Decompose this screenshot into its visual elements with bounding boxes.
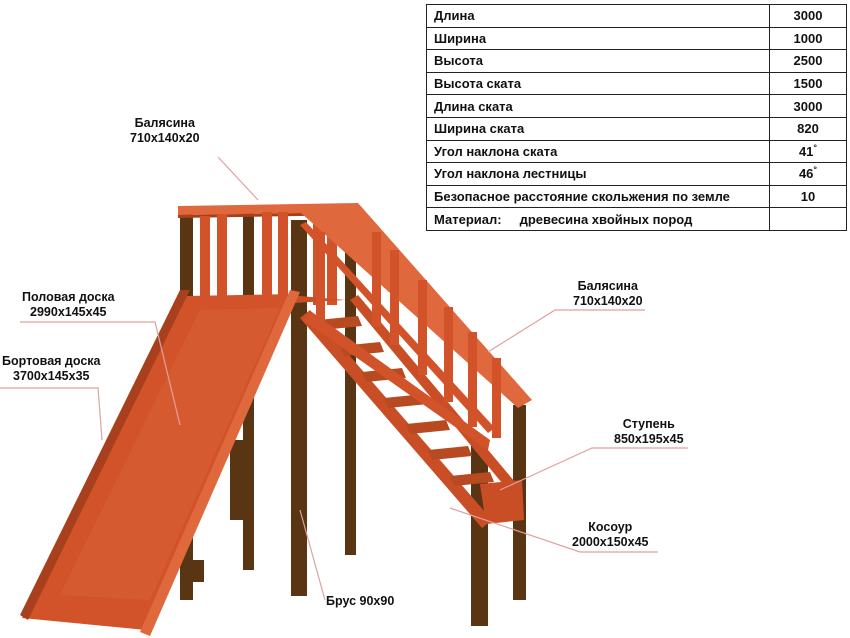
baluster: [200, 216, 210, 308]
label-name: Половая доска: [22, 290, 115, 304]
label-name: Балясина: [577, 279, 638, 293]
spec-name: Безопасное расстояние скольжения по земл…: [426, 184, 770, 209]
label-size: 2990x145x45: [30, 305, 107, 319]
label-size: 3700x145x35: [13, 369, 90, 383]
leader-line: [20, 321, 181, 426]
label-baluster-top: Балясина 710x140x20: [130, 116, 200, 146]
baluster: [262, 212, 272, 306]
stair-baluster: [492, 358, 501, 438]
material-label: Материал:: [434, 211, 502, 227]
stair-baluster: [418, 280, 427, 375]
label-floor-board: Половая доска 2990x145x45: [22, 290, 115, 320]
stair-baluster: [372, 232, 381, 327]
label-name: Бортовая доска: [2, 354, 101, 368]
baluster: [217, 214, 227, 306]
spec-value: 3000: [769, 4, 847, 28]
stairs: [300, 203, 532, 528]
angle-value: 41: [798, 143, 814, 159]
leader-line: [299, 509, 326, 601]
spec-name: Ширина ската: [426, 116, 770, 141]
leader-line: [217, 156, 259, 201]
spec-row: Безопасное расстояние скольжения по земл…: [426, 184, 847, 209]
spec-name: Угол наклона ската: [426, 139, 770, 164]
spec-name: Длина: [426, 4, 770, 28]
label-name: Ступень: [622, 417, 675, 431]
slide-side-right: [140, 290, 300, 636]
material-value: древесина хвойных пород: [519, 211, 693, 227]
material-cell: Материал: древесина хвойных пород: [426, 207, 770, 231]
label-size: 850x195x45: [614, 432, 684, 446]
slide: [20, 290, 300, 636]
slide-side-left: [20, 290, 190, 620]
label-baluster-right: Балясина 710x140x20: [573, 279, 643, 309]
slide-surface: [22, 294, 296, 630]
spec-name: Длина ската: [426, 94, 770, 118]
degree-sign: °: [813, 165, 818, 176]
post: [345, 212, 356, 555]
post: [190, 560, 204, 582]
spec-value: 1000: [769, 26, 847, 51]
degree-sign: °: [813, 142, 818, 153]
slide-surface-highlight: [60, 308, 280, 600]
leader-line: [487, 309, 645, 353]
post: [230, 440, 244, 520]
stringer-left: [300, 310, 492, 528]
label-name: Брус 90x90: [326, 594, 395, 608]
label-side-board: Бортовая доска 3700x145x35: [2, 354, 101, 384]
leader-lines: [0, 156, 688, 601]
post: [471, 440, 488, 626]
leader-line: [449, 507, 658, 553]
stringer-side-panel: [303, 312, 490, 450]
label-step: Ступень 850x195x45: [614, 417, 684, 447]
post: [291, 220, 307, 596]
spec-name: Угол наклона лестницы: [426, 162, 770, 186]
label-size: 2000x150x45: [572, 535, 649, 549]
label-size: 710x140x20: [573, 294, 643, 308]
spec-value-angle: 41°: [769, 139, 847, 164]
spec-name: Высота: [426, 49, 770, 73]
stair-baluster: [316, 232, 325, 327]
stair-baluster: [444, 307, 453, 402]
label-size: 710x140x20: [130, 131, 200, 145]
step: [450, 472, 494, 486]
spec-value-empty: [769, 207, 847, 231]
label-stringer: Косоур 2000x150x45: [572, 520, 648, 550]
baluster: [278, 212, 288, 306]
stair-baluster: [390, 250, 399, 345]
material-row: Материал: древесина хвойных пород: [426, 207, 847, 231]
spec-value: 820: [769, 116, 847, 141]
step: [406, 420, 450, 434]
spec-name: Ширина: [426, 26, 770, 51]
step: [428, 446, 472, 460]
stair-baluster: [468, 332, 477, 427]
leader-line: [499, 447, 688, 491]
spec-value: 2500: [769, 49, 847, 73]
spec-value-angle: 46°: [769, 162, 847, 186]
label-name: Балясина: [134, 116, 195, 130]
leader-line: [0, 387, 103, 441]
label-beam: Брус 90x90: [326, 594, 394, 609]
spec-value: 3000: [769, 94, 847, 118]
spec-value: 10: [769, 184, 847, 209]
label-name: Косоур: [588, 520, 633, 534]
spec-name: Высота ската: [426, 71, 770, 96]
angle-value: 46: [798, 166, 814, 182]
stair-landing: [480, 480, 524, 524]
spec-value: 1500: [769, 71, 847, 96]
